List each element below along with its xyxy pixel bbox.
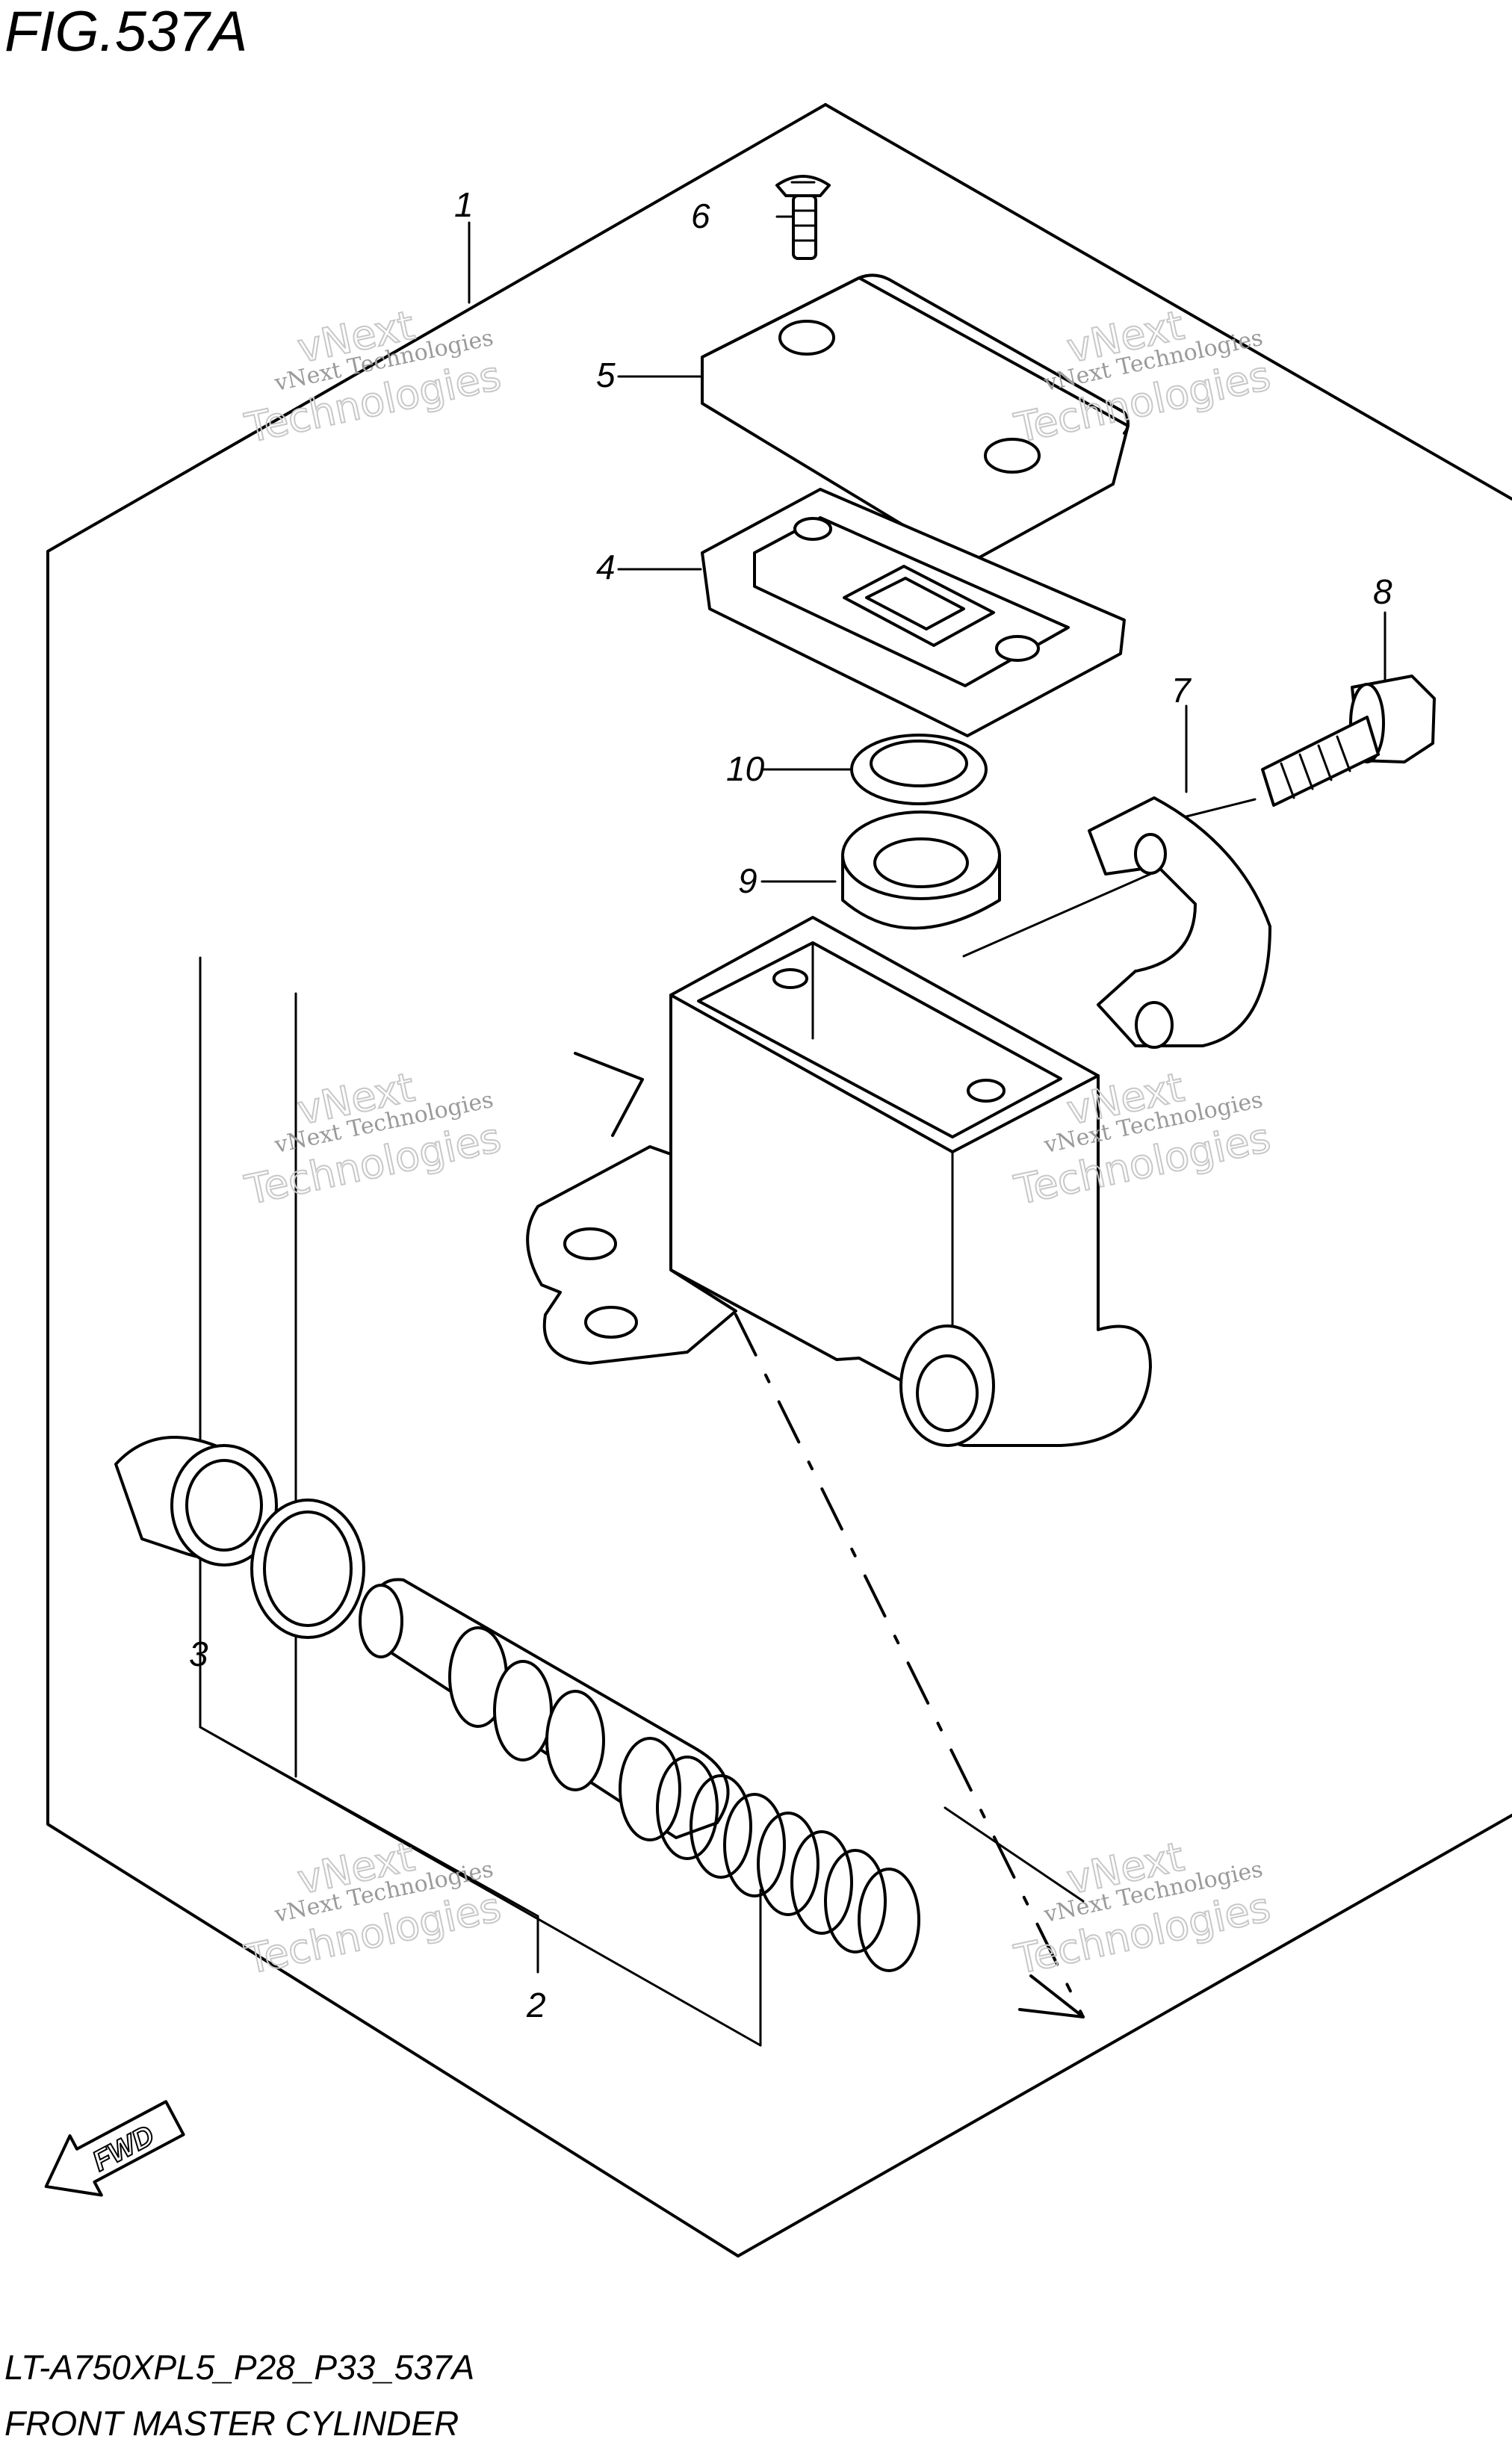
callout-5: 5	[596, 356, 616, 394]
plate-ring-part-10	[850, 734, 988, 805]
watermark: vNext Technologies vNext Technologies	[241, 1832, 506, 1984]
callout-8: 8	[1373, 572, 1392, 611]
screw-part-6	[775, 175, 831, 260]
watermark: vNext Technologies vNext Technologies	[241, 1063, 506, 1215]
figure-code: LT-A750XPL5_P28_P33_537A	[4, 2348, 474, 2387]
assembly-boundary	[824, 103, 1512, 501]
leader-lines	[199, 215, 1386, 2047]
assembly-boundary-left	[46, 103, 1512, 2258]
spring	[656, 1756, 920, 1972]
callout-3: 3	[189, 1634, 208, 1673]
direction-pointer	[1018, 1974, 1085, 2018]
diaphragm-part-4	[701, 488, 1126, 737]
circlip	[250, 1499, 365, 1639]
bolt-part-8	[1261, 675, 1436, 807]
figure-title: FIG.537A	[4, 0, 247, 63]
boot-part-9	[841, 811, 1001, 930]
callout-1: 1	[454, 185, 474, 224]
reservoir-cap-part-5	[701, 273, 1130, 565]
callout-2: 2	[526, 1986, 546, 2024]
fwd-arrow-icon: FWD	[44, 2100, 185, 2197]
dust-boot-part-3	[114, 1436, 278, 1567]
callout-10: 10	[726, 749, 765, 788]
watermark: vNext Technologies vNext Technologies	[1010, 1832, 1275, 1984]
callout-9: 9	[738, 861, 757, 900]
assembly-centerline	[734, 1313, 1085, 2018]
piston-part-2	[359, 1578, 730, 1841]
watermark: vNext Technologies vNext Technologies	[1010, 301, 1275, 453]
callout-6: 6	[691, 196, 710, 235]
figure-name: FRONT MASTER CYLINDER	[4, 2404, 459, 2443]
master-cylinder-body	[526, 916, 1152, 1447]
watermark: vNext Technologies vNext Technologies	[1010, 1063, 1275, 1215]
callout-4: 4	[596, 548, 616, 586]
clamp-part-7	[1088, 796, 1271, 1049]
callout-7: 7	[1171, 671, 1192, 710]
